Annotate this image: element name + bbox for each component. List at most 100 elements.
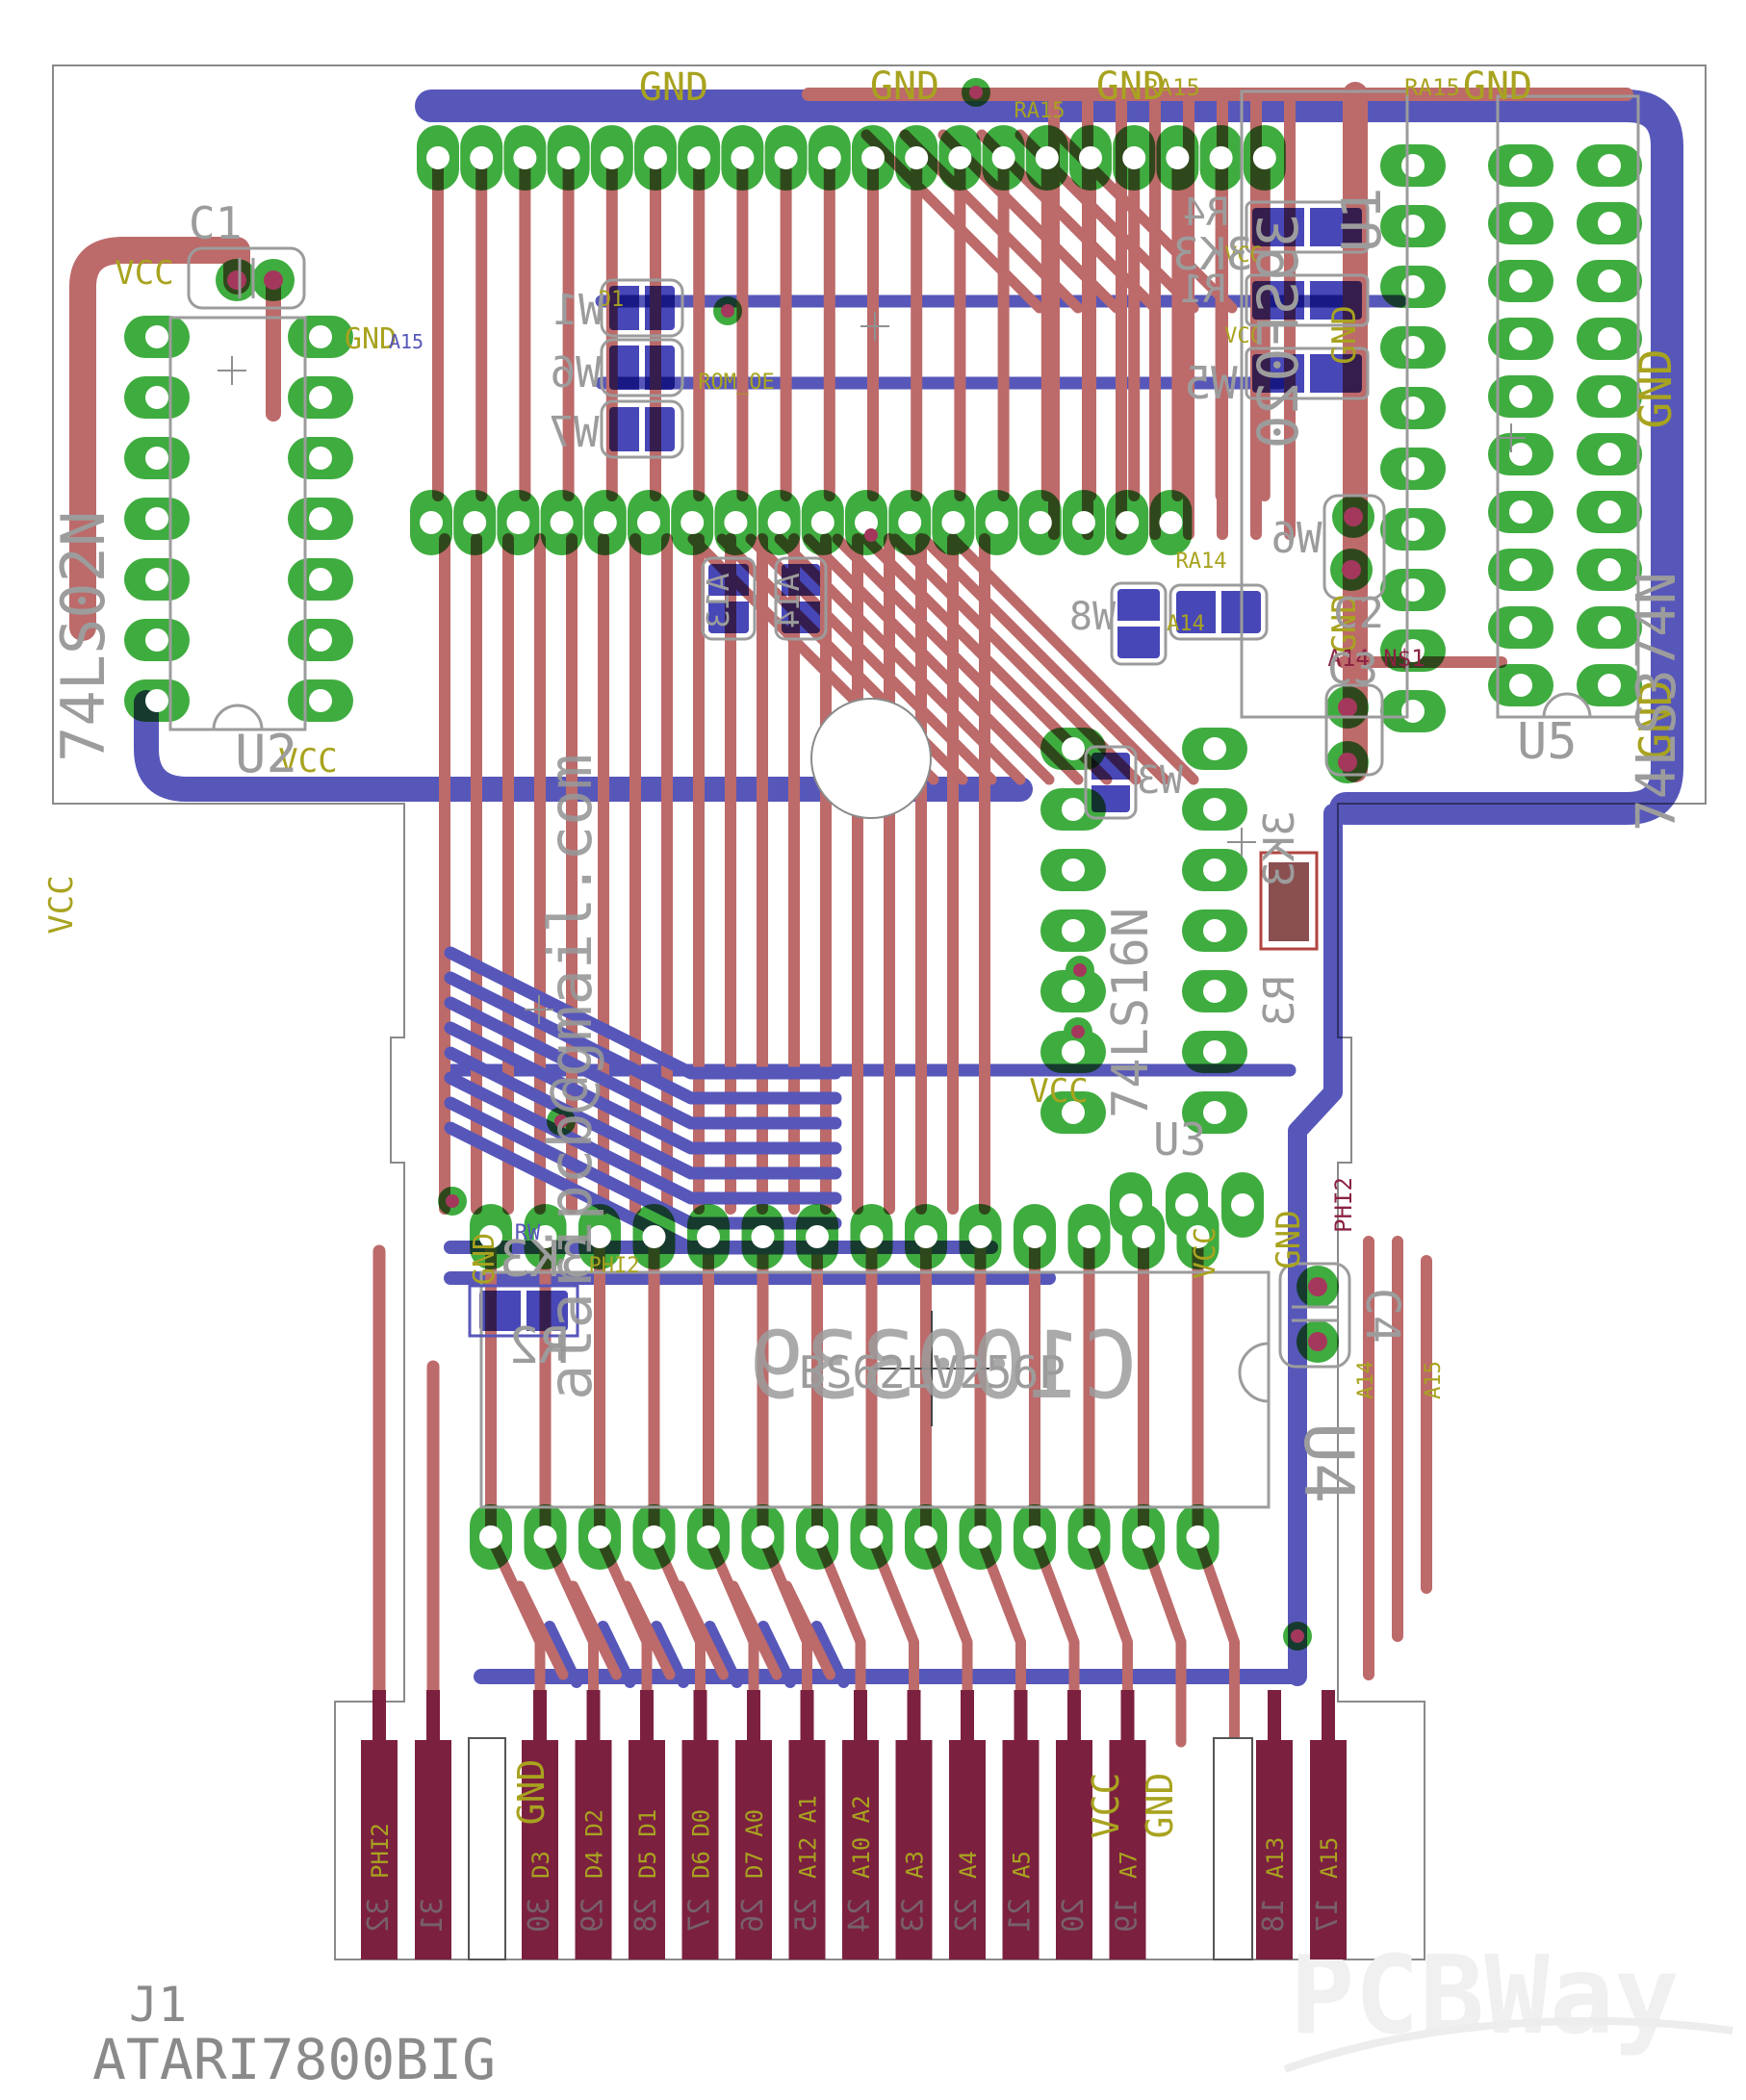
pad-hole	[309, 386, 332, 409]
pad-hole	[1159, 511, 1183, 534]
finger-neck	[800, 1690, 814, 1742]
pad-hole	[479, 1525, 502, 1549]
net-label-wrap: A15	[389, 330, 424, 353]
net-label: VCC	[1224, 243, 1263, 268]
pad-hole	[731, 146, 755, 169]
via-hole	[446, 1194, 459, 1208]
finger-label: A4	[955, 1851, 982, 1879]
finger-number-wrap: 19	[1111, 1898, 1144, 1933]
pad-hole	[426, 146, 449, 169]
c3-outline	[1324, 683, 1384, 777]
pad-hole	[861, 146, 885, 169]
net-label: GND	[1270, 1210, 1308, 1268]
net-label-wrap: GND	[1096, 64, 1166, 109]
pad-hole	[810, 511, 834, 534]
trace	[918, 533, 1170, 785]
net-label-wrap: RA15	[1014, 99, 1066, 123]
pad-hole	[1509, 616, 1532, 639]
finger-label: PHI2	[367, 1823, 394, 1879]
net-label-wrap: PHI2	[1330, 1177, 1357, 1233]
smd-bodies	[479, 208, 1362, 1331]
pad-hole	[1079, 146, 1102, 169]
c4-cap-marks	[1292, 1305, 1338, 1322]
pad-hole	[1509, 500, 1532, 524]
pad-hole	[1509, 674, 1532, 697]
net-label-wrap: A14	[1167, 612, 1205, 636]
pad-hole	[1062, 858, 1085, 882]
smd-gap	[1304, 354, 1310, 393]
connector-finger	[735, 1740, 772, 1959]
connector-finger	[681, 1740, 719, 1959]
finger-label: D3	[527, 1851, 554, 1879]
net-label-wrap: VCC	[1189, 1227, 1222, 1279]
pad-hole	[588, 1525, 611, 1549]
pad-hole	[145, 689, 168, 712]
u4-back-text: C100339	[749, 1312, 1139, 1420]
w6b-ref: W6	[1271, 514, 1322, 563]
connector-finger	[1056, 1740, 1092, 1959]
pcbway-watermark: PCBWay	[1283, 1934, 1733, 2073]
pad-hole	[1077, 1225, 1101, 1248]
finger-neck	[961, 1690, 974, 1742]
connector-finger	[575, 1740, 612, 1959]
u3-ref: U3	[1153, 1114, 1206, 1165]
finger-label-wrap: D6 D0	[688, 1809, 715, 1879]
pad-hole	[470, 146, 494, 169]
pad-hole	[1028, 511, 1052, 534]
connector-key-slot	[1213, 1737, 1253, 1960]
w7-ref: W7	[549, 408, 600, 457]
pad-hole	[479, 1225, 502, 1248]
r2-ref: R2	[509, 1318, 570, 1375]
net-label-wrap: GND	[345, 322, 397, 356]
finger-number-wrap: 31	[416, 1898, 449, 1933]
net-label-wrap: A14	[1354, 1361, 1378, 1399]
net-label-wrap: A15	[1422, 1361, 1446, 1399]
finger-neck	[693, 1690, 707, 1742]
pad-hole	[1166, 146, 1190, 169]
net-label: RA15	[1404, 74, 1460, 101]
u1-outline	[1240, 90, 1409, 719]
finger-number: 19	[1111, 1898, 1144, 1933]
u4-notch	[1238, 1342, 1270, 1403]
pad-hole	[1509, 385, 1532, 408]
pad-hole	[1072, 511, 1095, 534]
pad-hole	[600, 146, 624, 169]
pad-hole	[1023, 1525, 1046, 1549]
r1-ref: R1	[1180, 268, 1226, 312]
net-label-wrap: VCC	[1224, 243, 1263, 268]
finger-label-wrap: A3	[902, 1851, 929, 1879]
net-label: GND	[1325, 594, 1364, 653]
connector-key-slot	[468, 1737, 506, 1960]
finger-number: 26	[736, 1898, 770, 1933]
trace	[1193, 1531, 1240, 1748]
net-label-wrap: VCC	[1085, 1773, 1127, 1839]
finger-label: D7 A0	[741, 1809, 768, 1879]
r2-box	[468, 1284, 579, 1338]
finger-number-wrap: 30	[523, 1898, 556, 1933]
net-label-wrap: GND	[870, 64, 939, 109]
via-hole	[969, 86, 983, 99]
pad-hole	[855, 511, 878, 534]
pad-hole	[1598, 558, 1621, 581]
u1-ref: U1	[1331, 188, 1394, 252]
pad-hole	[309, 325, 332, 348]
finger-number-wrap: 26	[736, 1898, 770, 1933]
r3-box	[1259, 851, 1319, 951]
pad-hole	[968, 1225, 992, 1248]
connector-finger	[842, 1740, 879, 1959]
u5-outline	[1496, 94, 1640, 719]
w6-outline	[600, 338, 684, 397]
net-label-wrap: VCC	[1029, 1072, 1088, 1111]
via-hole	[864, 528, 878, 542]
finger-label: A12 A1	[795, 1795, 822, 1879]
smd-gap	[1304, 208, 1310, 246]
pad-hole	[644, 146, 667, 169]
finger-number: 25	[790, 1898, 824, 1933]
a14-jumper-outline	[774, 556, 828, 641]
u2-notch	[212, 704, 264, 730]
pad-hole	[1598, 616, 1621, 639]
net-label-wrap: GND	[1325, 305, 1364, 364]
r3-body	[1269, 862, 1309, 941]
pad-hole	[1598, 385, 1621, 408]
